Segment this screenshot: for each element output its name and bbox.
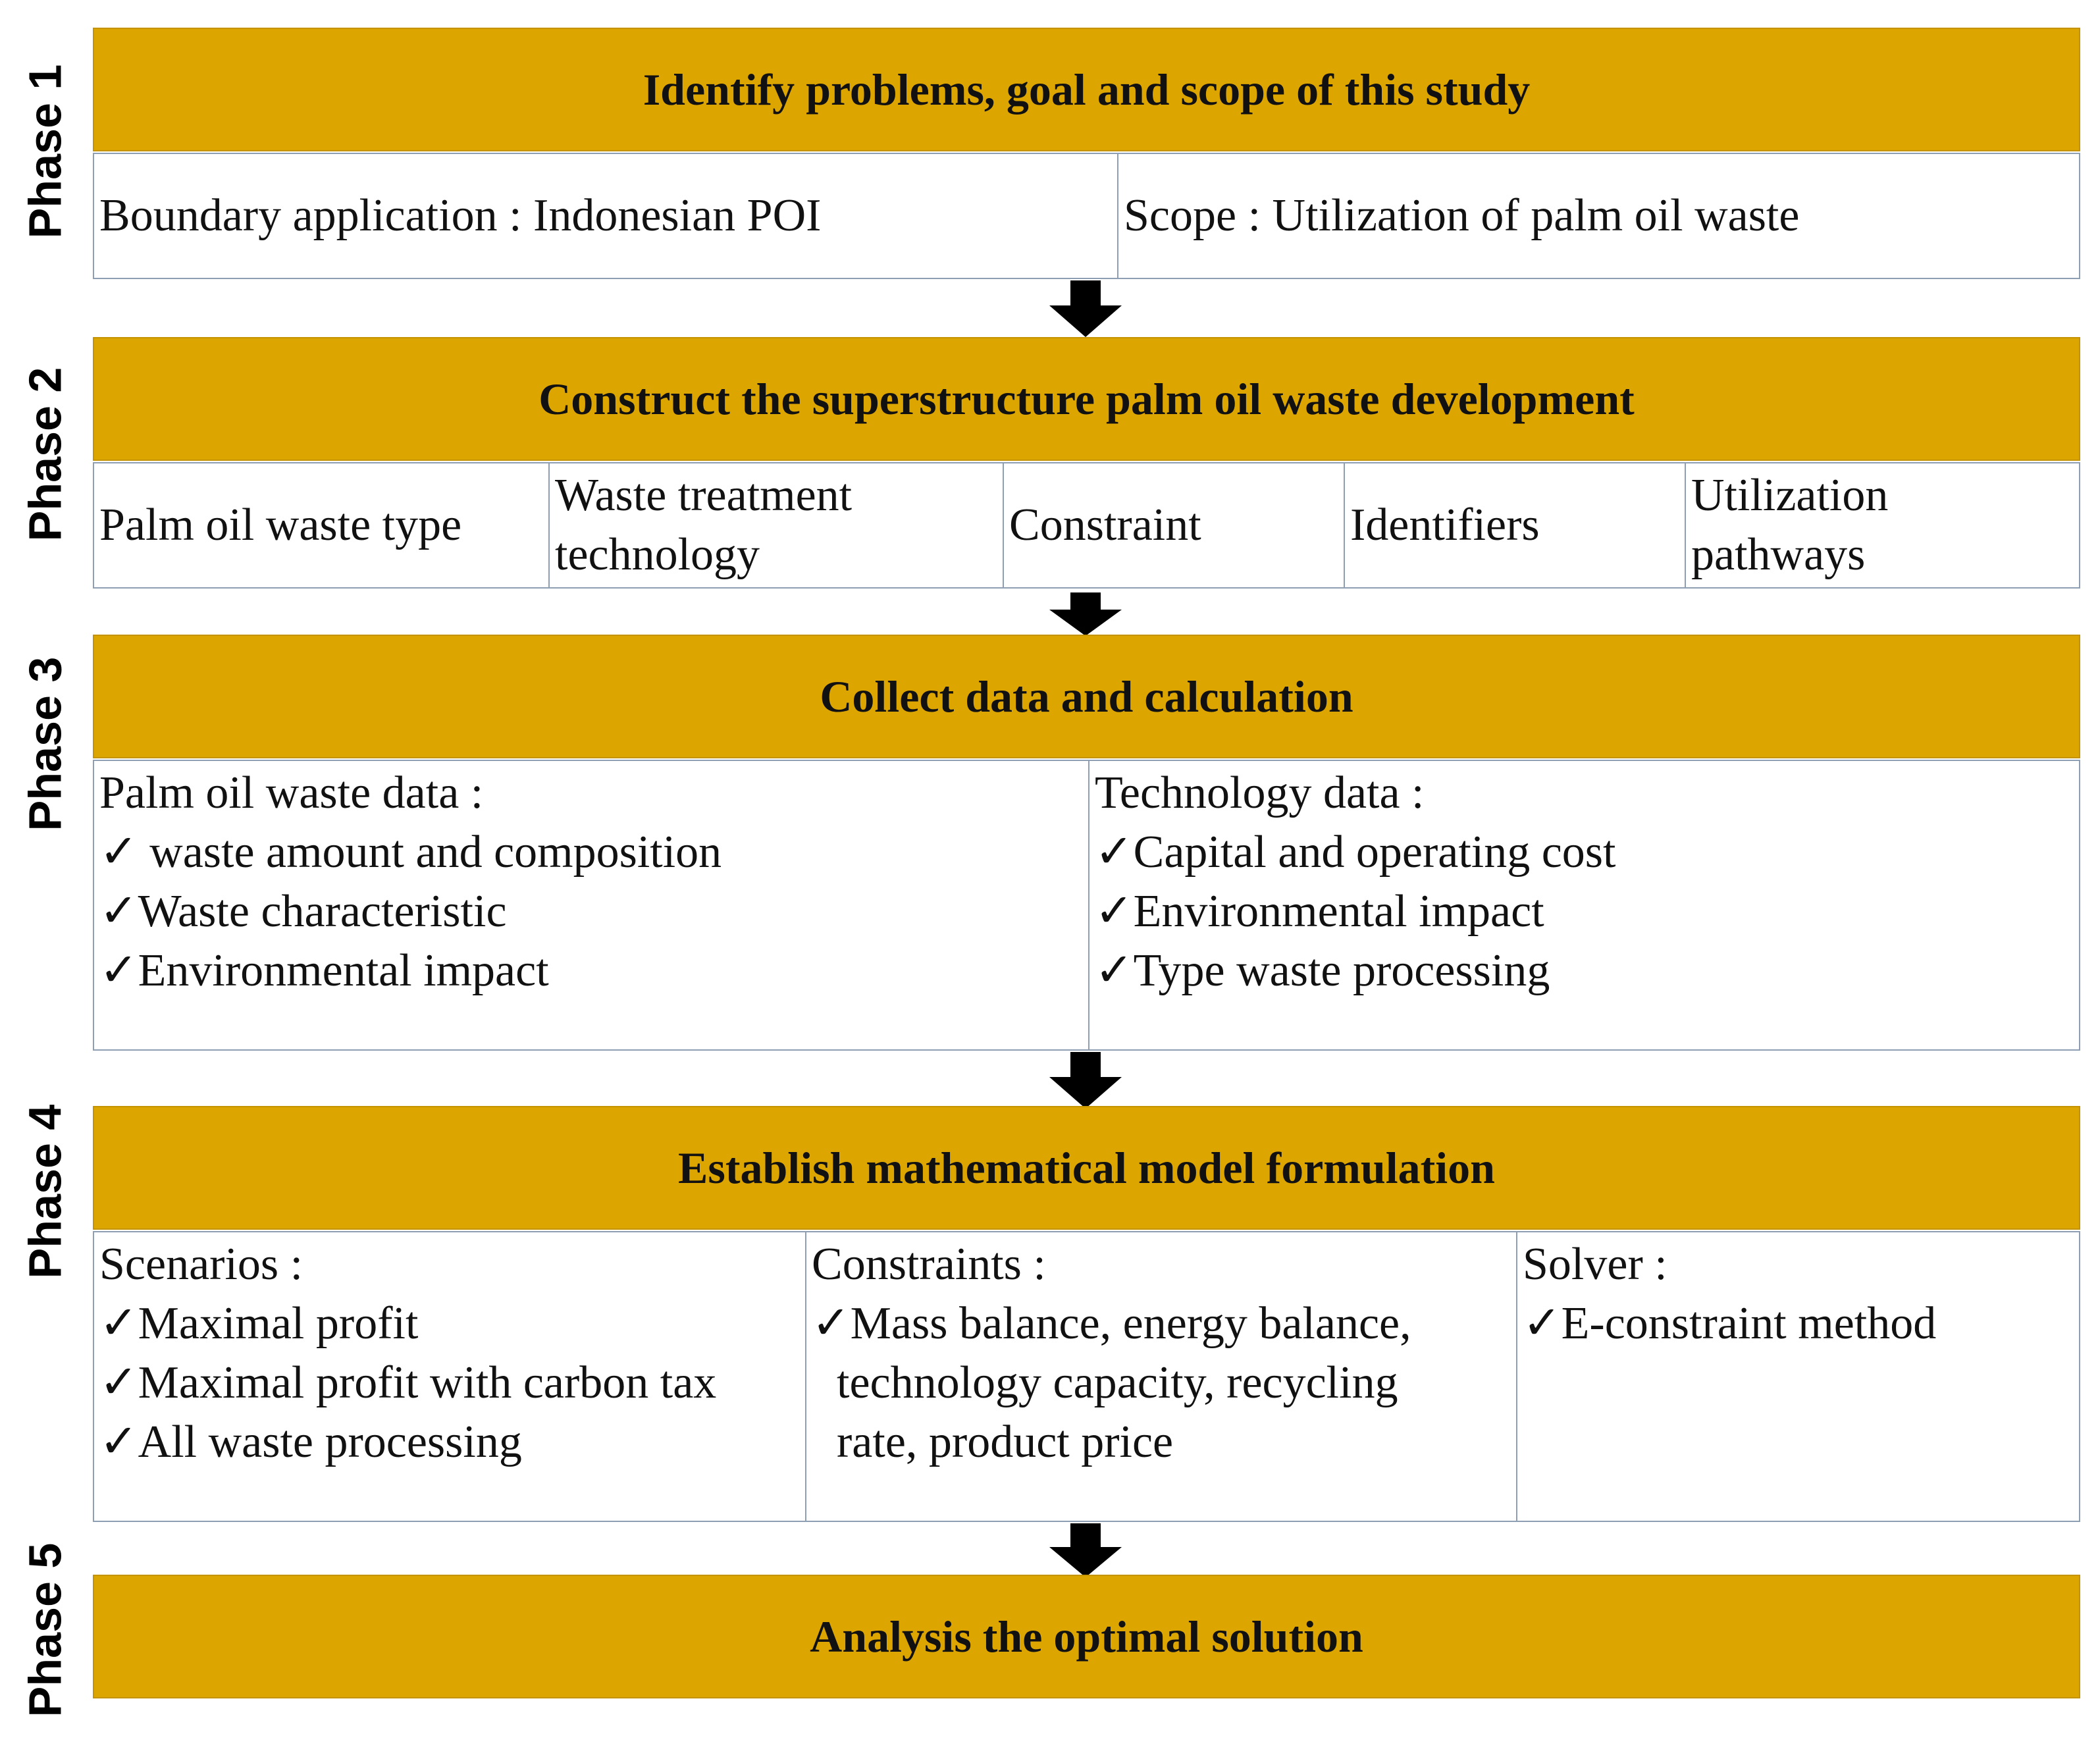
phase-5-label: Phase 5 [19,1542,70,1718]
treatment-text-line2: technology [555,529,760,580]
treatment-cell: Waste treatment technology [550,463,1004,587]
arrow-down-icon [1049,592,1122,636]
phase-1-header: Identify problems, goal and scope of thi… [93,28,2080,151]
solver-item: ✓E-constraint method [1523,1298,1937,1349]
tech-data-item: ✓Type waste processing [1095,945,1550,996]
pathways-text-line2: pathways [1691,529,1866,580]
tech-data-item: ✓Capital and operating cost [1095,827,1616,878]
waste-data-item: ✓ waste amount and composition [99,827,722,878]
pathways-text-line1: Utilization [1691,470,1889,521]
boundary-cell: Boundary application : Indonesian POI [94,154,1118,278]
constraints-title: Constraints : [812,1239,1046,1290]
waste-data-title: Palm oil waste data : [99,768,484,818]
flow-arrow-4 [1049,1523,1122,1577]
phase-4-label: Phase 4 [19,1104,70,1279]
constraints-item-line2: technology capacity, recycling [837,1357,1398,1408]
phase-4-details: Scenarios : ✓Maximal profit ✓Maximal pro… [93,1231,2080,1522]
identifiers-text: Identifiers [1350,500,1540,550]
waste-data-item: ✓Environmental impact [99,945,549,996]
phase-2-label: Phase 2 [19,367,70,542]
phase-3-label: Phase 3 [19,656,70,831]
scenario-item: ✓Maximal profit [99,1298,419,1349]
constraints-item-line3: rate, product price [837,1417,1174,1467]
constraints-item-line1: ✓Mass balance, energy balance, [812,1298,1411,1349]
scenarios-cell: Scenarios : ✓Maximal profit ✓Maximal pro… [94,1232,806,1521]
phase-5-header: Analysis the optimal solution [93,1575,2080,1698]
scenario-item: ✓Maximal profit with carbon tax [99,1357,717,1408]
arrow-down-icon [1049,1523,1122,1577]
phase-4-header: Establish mathematical model formulation [93,1106,2080,1230]
phase-2-details: Palm oil waste type Waste treatment tech… [93,462,2080,589]
flow-arrow-3 [1049,1052,1122,1109]
phase-1-label: Phase 1 [19,64,70,239]
phase-3-header: Collect data and calculation [93,635,2080,758]
identifiers-cell: Identifiers [1345,463,1686,587]
tech-data-item: ✓Environmental impact [1095,886,1544,937]
scope-cell: Scope : Utilization of palm oil waste [1118,154,2079,278]
flow-arrow-2 [1049,592,1122,636]
waste-type-text: Palm oil waste type [99,500,462,550]
waste-data-cell: Palm oil waste data : ✓ waste amount and… [94,761,1089,1049]
treatment-text-line1: Waste treatment [555,470,853,521]
phase-1-details: Boundary application : Indonesian POI Sc… [93,153,2080,279]
constraints-cell: Constraints : ✓Mass balance, energy bala… [806,1232,1517,1521]
arrow-down-icon [1049,1052,1122,1109]
scope-text: Scope : Utilization of palm oil waste [1124,190,1800,241]
boundary-text: Boundary application : Indonesian POI [99,190,822,241]
pathways-cell: Utilization pathways [1686,463,2079,587]
tech-data-cell: Technology data : ✓Capital and operating… [1089,761,2079,1049]
solver-title: Solver : [1523,1239,1667,1290]
phase-3-details: Palm oil waste data : ✓ waste amount and… [93,760,2080,1051]
waste-data-item: ✓Waste characteristic [99,886,507,937]
scenarios-title: Scenarios : [99,1239,303,1290]
constraint-text: Constraint [1009,500,1201,550]
tech-data-title: Technology data : [1095,768,1425,818]
solver-cell: Solver : ✓E-constraint method [1517,1232,2079,1521]
waste-type-cell: Palm oil waste type [94,463,550,587]
scenario-item: ✓All waste processing [99,1417,522,1467]
phase-2-header: Construct the superstructure palm oil wa… [93,337,2080,461]
flow-arrow-1 [1049,280,1122,337]
arrow-down-icon [1049,280,1122,337]
constraint-cell: Constraint [1004,463,1345,587]
